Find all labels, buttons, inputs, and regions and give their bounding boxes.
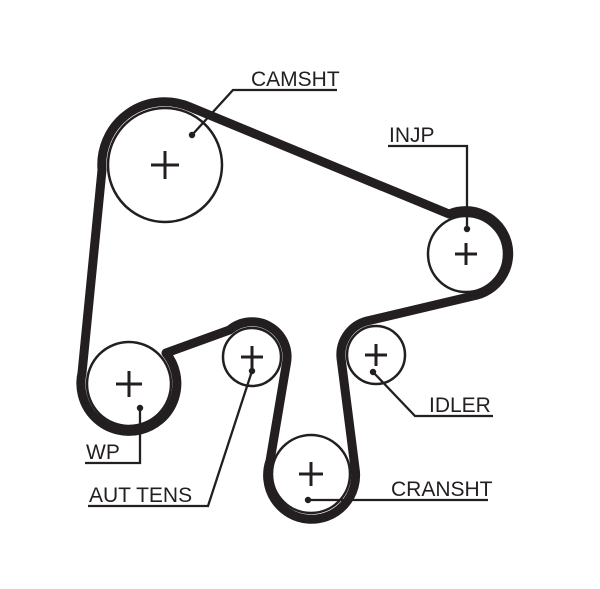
pulley-cransht-center-cross-icon <box>299 462 323 486</box>
label-idler: IDLER <box>429 394 491 417</box>
leader-camsht <box>188 88 337 139</box>
pulley-camsht <box>106 106 224 224</box>
leader-injp-dot <box>463 225 471 233</box>
leader-wp <box>85 404 144 465</box>
label-camsht: CAMSHT <box>251 68 340 91</box>
leader-idler-line <box>372 371 493 418</box>
pulley-wp <box>85 340 173 428</box>
leader-injp <box>388 144 471 233</box>
pulley-aut-tens-center-cross-icon <box>241 346 263 368</box>
pulley-idler-center-cross-icon <box>365 344 387 366</box>
leader-camsht-line <box>191 88 337 136</box>
pulley-wp-circle <box>85 340 173 428</box>
leader-aut-tens <box>88 367 256 508</box>
pulley-cransht-circle <box>270 433 352 515</box>
pulley-wp-center-cross-icon <box>116 371 142 397</box>
label-aut-tens: AUT TENS <box>89 484 192 507</box>
leader-camsht-dot <box>188 131 196 139</box>
pulley-idler-circle <box>345 324 407 386</box>
timing-belt <box>76 97 514 524</box>
leader-aut-tens-line <box>88 370 254 508</box>
pulley-idler <box>345 324 407 386</box>
leader-wp-line <box>85 408 142 465</box>
leader-injp-line <box>388 144 469 229</box>
leader-idler <box>369 368 493 418</box>
pulley-injp-center-cross-icon <box>455 243 477 265</box>
leader-wp-dot <box>136 404 144 412</box>
pulley-camsht-center-cross-icon <box>151 151 179 179</box>
leader-idler-dot <box>369 368 377 376</box>
label-injp: INJP <box>389 124 435 147</box>
pulley-aut-tens <box>221 326 283 388</box>
pulley-cransht <box>270 433 352 515</box>
leader-cransht <box>304 496 488 504</box>
pulley-aut-tens-circle <box>221 326 283 388</box>
pulley-camsht-circle <box>106 106 224 224</box>
leader-cransht-dot <box>304 496 312 504</box>
label-wp: WP <box>86 441 120 464</box>
label-cransht: CRANSHT <box>391 478 493 501</box>
leader-aut-tens-dot <box>248 367 256 375</box>
